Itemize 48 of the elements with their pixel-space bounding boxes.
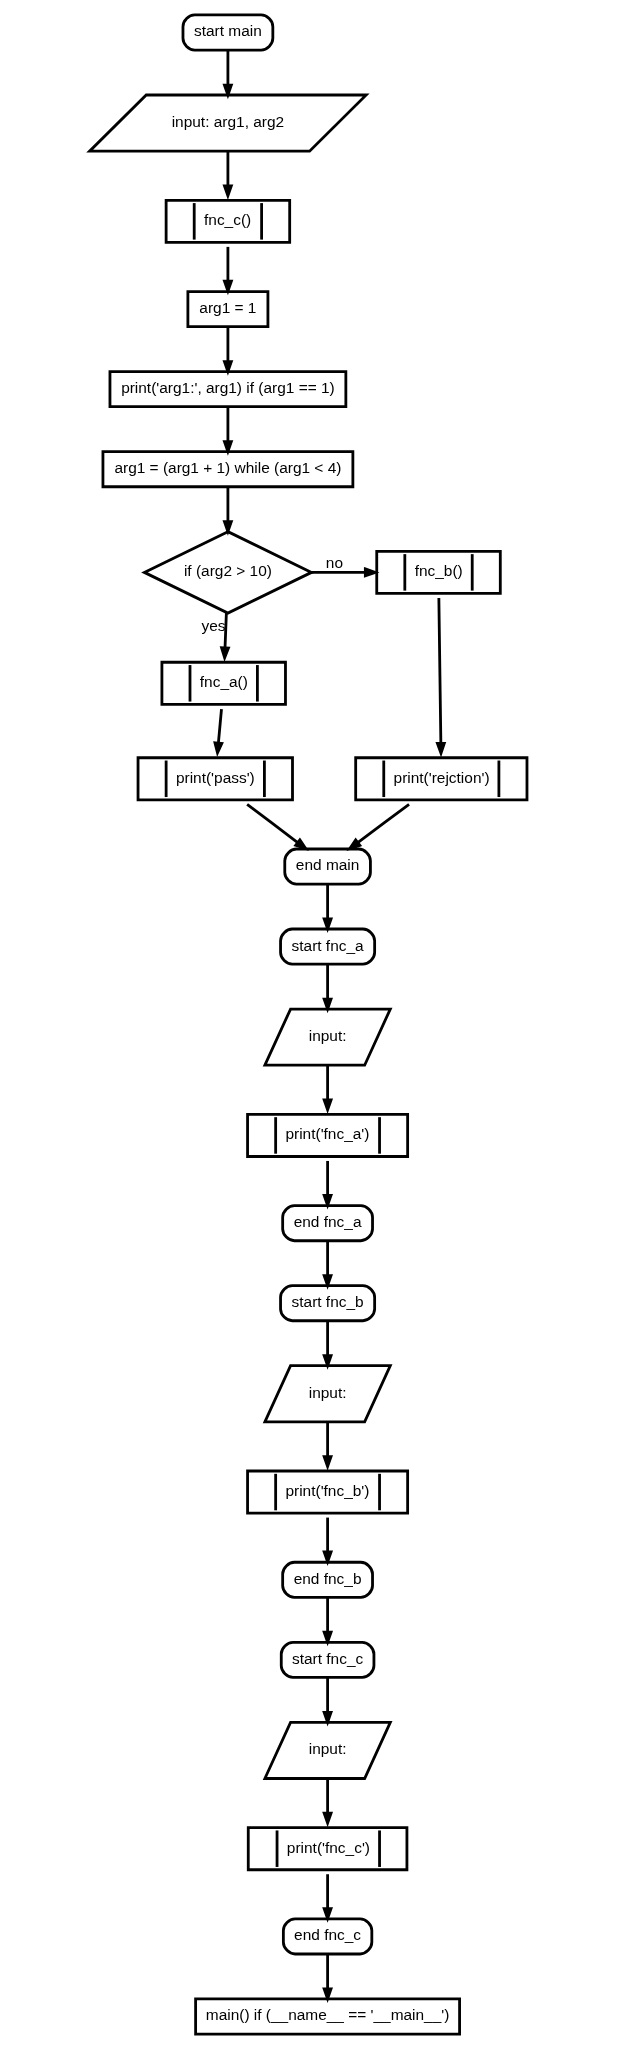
node-box: start fnc_b	[279, 1283, 377, 1322]
node-box: print('fnc_a')	[246, 1112, 410, 1158]
node-box: print('fnc_c')	[246, 1825, 409, 1871]
node-box: print('arg1:', arg1) if (arg1 == 1)	[108, 369, 348, 408]
node-box: print('rejction')	[354, 755, 529, 801]
node-box: end main	[283, 847, 372, 885]
node-box: arg1 = 1	[186, 289, 270, 328]
arrow	[322, 1873, 334, 1923]
node-box: start fnc_a	[279, 927, 377, 966]
node-box: print('fnc_b')	[246, 1469, 410, 1515]
node-box: end fnc_a	[281, 1203, 374, 1242]
arrow	[213, 708, 224, 757]
arrow	[322, 1953, 334, 2003]
arrow	[322, 1677, 334, 1726]
node-box: print('pass')	[136, 755, 294, 801]
node-box: fnc_b()	[375, 549, 502, 595]
node-box: start fnc_c	[279, 1640, 376, 1679]
edge-label: no	[325, 553, 344, 571]
arrow	[322, 1065, 334, 1114]
arrow	[322, 1597, 334, 1646]
arrow	[322, 883, 334, 933]
arrow	[222, 486, 234, 536]
arrow	[322, 1320, 334, 1370]
arrow	[322, 1517, 334, 1566]
arrow	[322, 1778, 334, 1827]
arrow	[346, 802, 410, 851]
arrow	[246, 802, 309, 851]
arrow	[322, 1160, 334, 1209]
edge-label: yes	[201, 616, 226, 634]
arrow	[322, 964, 334, 1013]
arrow	[435, 597, 447, 757]
arrow	[322, 1240, 334, 1290]
arrow	[322, 1421, 334, 1471]
arrow	[222, 406, 234, 456]
arrow	[222, 49, 234, 99]
node-box: fnc_a()	[160, 660, 287, 706]
node-box: fnc_c()	[164, 198, 292, 244]
arrow	[219, 612, 231, 662]
arrow	[311, 566, 380, 578]
arrow	[222, 246, 234, 295]
node-box: main() if (__name__ == '__main__')	[194, 1997, 461, 2035]
node-box: arg1 = (arg1 + 1) while (arg1 < 4)	[101, 449, 355, 488]
arrow	[222, 326, 234, 376]
arrow	[222, 151, 234, 200]
node-box: start main	[181, 13, 275, 51]
node-diamond: if (arg2 > 10)	[141, 529, 315, 615]
node-box: end fnc_b	[281, 1560, 374, 1599]
node-box: end fnc_c	[281, 1917, 374, 1955]
